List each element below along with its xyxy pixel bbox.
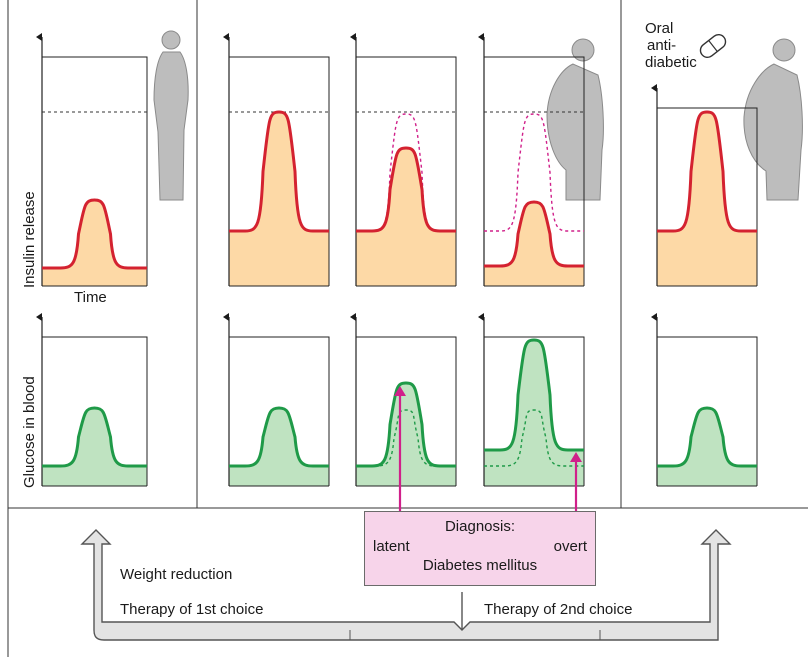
pill-icon [698, 32, 729, 60]
insulin-area-latent [356, 148, 456, 286]
diagnosis-box: Diagnosis: latent overt Diabetes mellitu… [364, 511, 596, 586]
glucose-area-overt [484, 340, 584, 486]
time-axis-label: Time [74, 290, 107, 306]
diagnosis-title: Diagnosis: [365, 518, 595, 535]
glucose-panel-latent [356, 317, 456, 486]
weight-reduction-label: Weight reduction [120, 567, 232, 583]
insulin-area-oral [657, 112, 757, 286]
diagnosis-disease-label: Diabetes mellitus [365, 557, 595, 574]
person-normal-icon [154, 31, 188, 200]
glucose-area-oral [657, 408, 757, 486]
insulin-release-axis-label: Insulin release [21, 191, 38, 288]
glucose-area-latent [356, 383, 456, 486]
oral-antidiabetic-label-line3: diabetic [645, 55, 697, 71]
person-obese-icon-2 [744, 39, 802, 200]
second-choice-therapy-label: Therapy of 2nd choice [484, 602, 632, 618]
glucose-panel-overt [484, 317, 584, 486]
insulin-area-normal [42, 200, 147, 286]
oral-antidiabetic-label-line2: anti- [647, 38, 676, 54]
diagnosis-overt-label: overt [554, 538, 587, 555]
insulin-area-overt [484, 202, 584, 286]
glucose-panel-oral [657, 317, 757, 486]
oral-antidiabetic-label-line1: Oral [645, 21, 673, 37]
diagnosis-latent-label: latent [373, 538, 410, 555]
insulin-panel-normal [42, 37, 147, 286]
glucose-panel-hyper [229, 317, 329, 486]
insulin-panel-hyper [229, 37, 329, 286]
insulin-area-hyper [229, 112, 329, 286]
insulin-panel-latent [356, 37, 456, 286]
first-choice-therapy-label: Therapy of 1st choice [120, 602, 263, 618]
glucose-area-normal [42, 408, 147, 486]
insulin-panel-oral [657, 88, 757, 286]
glucose-area-hyper [229, 408, 329, 486]
person-obese-icon [547, 39, 603, 200]
glucose-in-blood-axis-label: Glucose in blood [21, 376, 38, 488]
glucose-panel-normal [42, 317, 147, 486]
